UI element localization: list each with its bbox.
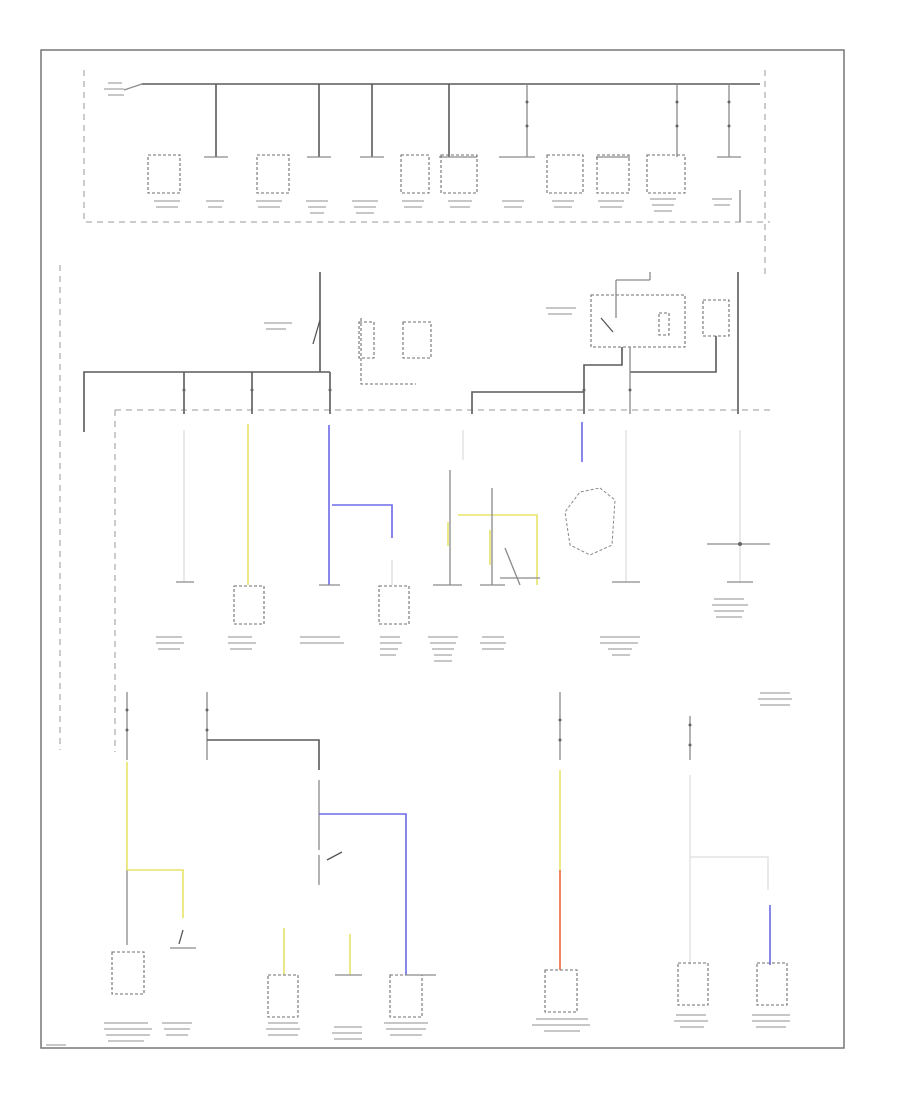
label-marks — [46, 82, 792, 1046]
middle-fused-circuits — [59, 265, 775, 752]
outer-frame — [40, 49, 845, 1049]
bottom-circuits — [111, 692, 788, 1018]
top-power-distribution — [83, 70, 770, 275]
